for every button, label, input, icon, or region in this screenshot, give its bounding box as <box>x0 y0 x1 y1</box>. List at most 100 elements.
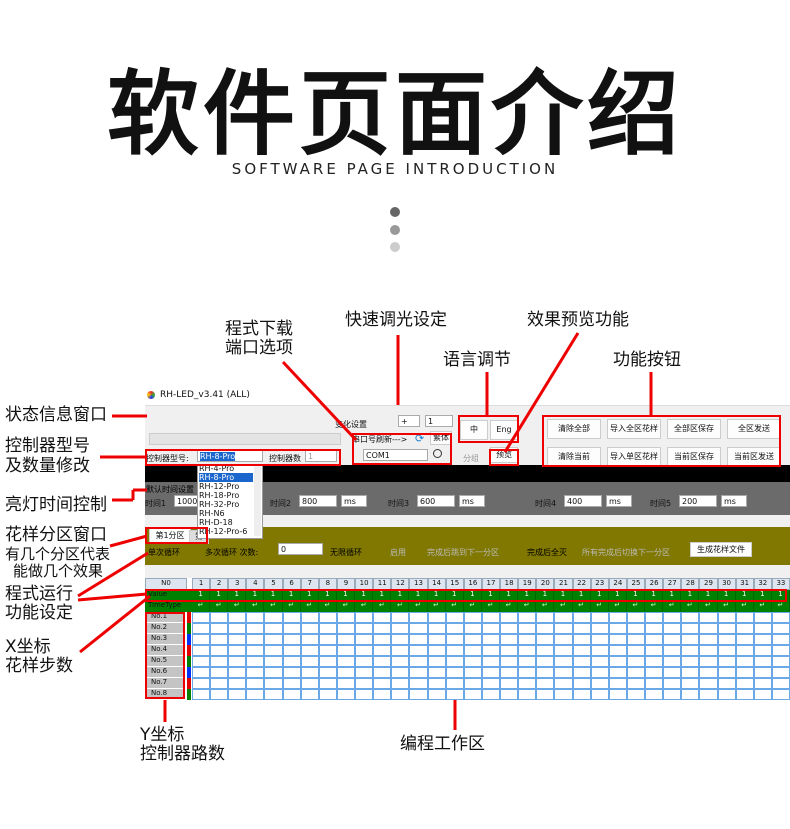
grid-cell[interactable] <box>771 623 790 634</box>
grid-cell[interactable] <box>355 678 374 689</box>
grid-cell[interactable] <box>373 689 392 700</box>
grid-cell[interactable] <box>753 634 772 645</box>
grid-cell[interactable] <box>608 634 627 645</box>
grid-cell[interactable] <box>282 634 301 645</box>
column-header[interactable]: 26 <box>645 578 664 590</box>
grid-cell[interactable] <box>373 678 392 689</box>
dropdown-scrollbar[interactable] <box>254 466 261 536</box>
grid-cell[interactable] <box>771 678 790 689</box>
column-header[interactable]: 13 <box>409 578 428 590</box>
grid-cell[interactable] <box>699 656 718 667</box>
grid-cell[interactable] <box>336 645 356 656</box>
grid-cell[interactable] <box>536 678 555 689</box>
grid-cell[interactable] <box>626 634 646 645</box>
grid-cell[interactable] <box>699 623 718 634</box>
grid-cell[interactable] <box>409 689 428 700</box>
grid-cell[interactable] <box>536 656 555 667</box>
grid-cell[interactable] <box>663 623 682 634</box>
grid-cell[interactable] <box>518 678 537 689</box>
run-multi-loop[interactable]: 多次循环 次数: <box>205 548 259 557</box>
grid-cell[interactable] <box>228 689 247 700</box>
grid-cell[interactable] <box>590 667 609 678</box>
lang-zh-button[interactable]: 中 <box>460 420 488 440</box>
grid-cell[interactable] <box>699 667 718 678</box>
value-cell[interactable]: 1 <box>572 590 591 601</box>
value-cell[interactable]: 1 <box>336 590 356 601</box>
column-header[interactable]: 11 <box>373 578 392 590</box>
grid-cell[interactable] <box>590 612 609 623</box>
grid-cell[interactable] <box>554 667 573 678</box>
grid-cell[interactable] <box>192 612 211 623</box>
timetype-cell[interactable]: ↵ <box>626 601 646 612</box>
change-sign-select[interactable]: + <box>398 415 420 427</box>
grid-cell[interactable] <box>318 612 337 623</box>
timetype-cell[interactable]: ↵ <box>192 601 211 612</box>
timetype-cell[interactable]: ↵ <box>681 601 700 612</box>
generate-pattern-button[interactable]: 生成花样文件 <box>690 542 752 557</box>
value-cell[interactable]: 1 <box>391 590 410 601</box>
grid-cell[interactable] <box>554 656 573 667</box>
grid-cell[interactable] <box>536 623 555 634</box>
timetype-cell[interactable]: ↵ <box>663 601 682 612</box>
grid-cell[interactable] <box>355 634 374 645</box>
grid-cell[interactable] <box>572 612 591 623</box>
timetype-cell[interactable]: ↵ <box>536 601 555 612</box>
grid-cell[interactable] <box>282 612 301 623</box>
grid-cell[interactable] <box>481 667 501 678</box>
value-cell[interactable]: 1 <box>300 590 319 601</box>
grid-cell[interactable] <box>336 634 356 645</box>
grid-cell[interactable] <box>210 634 229 645</box>
value-cell[interactable]: 1 <box>518 590 537 601</box>
grid-cell[interactable] <box>681 645 700 656</box>
grid-cell[interactable] <box>626 645 646 656</box>
grid-cell[interactable] <box>608 689 627 700</box>
time-5-unit-select[interactable]: ms <box>721 495 747 507</box>
grid-cell[interactable] <box>681 612 700 623</box>
grid-cell[interactable] <box>228 667 247 678</box>
grid-cell[interactable] <box>663 678 682 689</box>
grid-cell[interactable] <box>300 634 319 645</box>
grid-cell[interactable] <box>771 689 790 700</box>
grid-cell[interactable] <box>608 612 627 623</box>
grid-cell[interactable] <box>663 645 682 656</box>
grid-cell[interactable] <box>409 645 428 656</box>
grid-cell[interactable] <box>590 678 609 689</box>
grid-cell[interactable] <box>246 612 265 623</box>
value-cell[interactable]: 1 <box>228 590 247 601</box>
grid-cell[interactable] <box>391 667 410 678</box>
grid-cell[interactable] <box>572 623 591 634</box>
value-cell[interactable]: 1 <box>681 590 700 601</box>
grid-cell[interactable] <box>318 689 337 700</box>
value-cell[interactable]: 1 <box>699 590 718 601</box>
value-cell[interactable]: 1 <box>536 590 555 601</box>
grid-cell[interactable] <box>246 634 265 645</box>
grid-cell[interactable] <box>445 689 464 700</box>
grid-cell[interactable] <box>373 623 392 634</box>
grid-cell[interactable] <box>445 612 464 623</box>
dropdown-option[interactable]: RH-12-Pro <box>199 482 240 491</box>
run-single-loop[interactable]: 单次循环 <box>148 548 180 557</box>
run-switch-next[interactable]: 所有完成后切换下一分区 <box>582 548 670 557</box>
grid-cell[interactable] <box>500 623 519 634</box>
value-cell[interactable]: 1 <box>463 590 482 601</box>
grid-cell[interactable] <box>554 634 573 645</box>
grid-cell[interactable] <box>391 634 410 645</box>
grid-cell[interactable] <box>391 612 410 623</box>
grid-cell[interactable] <box>264 689 283 700</box>
grid-cell[interactable] <box>663 656 682 667</box>
grid-cell[interactable] <box>717 667 736 678</box>
timetype-cell[interactable]: ↵ <box>228 601 247 612</box>
timetype-cell[interactable]: ↵ <box>264 601 283 612</box>
grid-cell[interactable] <box>518 645 537 656</box>
run-enable[interactable]: 启用 <box>390 548 406 557</box>
grid-cell[interactable] <box>228 645 247 656</box>
timetype-cell[interactable]: ↵ <box>608 601 627 612</box>
grid-cell[interactable] <box>771 634 790 645</box>
value-cell[interactable]: 1 <box>264 590 283 601</box>
grid-cell[interactable] <box>481 645 501 656</box>
dropdown-option[interactable]: RH-4-Pro <box>199 464 235 473</box>
grid-cell[interactable] <box>554 645 573 656</box>
grid-cell[interactable] <box>210 612 229 623</box>
grid-cell[interactable] <box>282 645 301 656</box>
change-value-select[interactable]: 1 <box>425 415 453 427</box>
